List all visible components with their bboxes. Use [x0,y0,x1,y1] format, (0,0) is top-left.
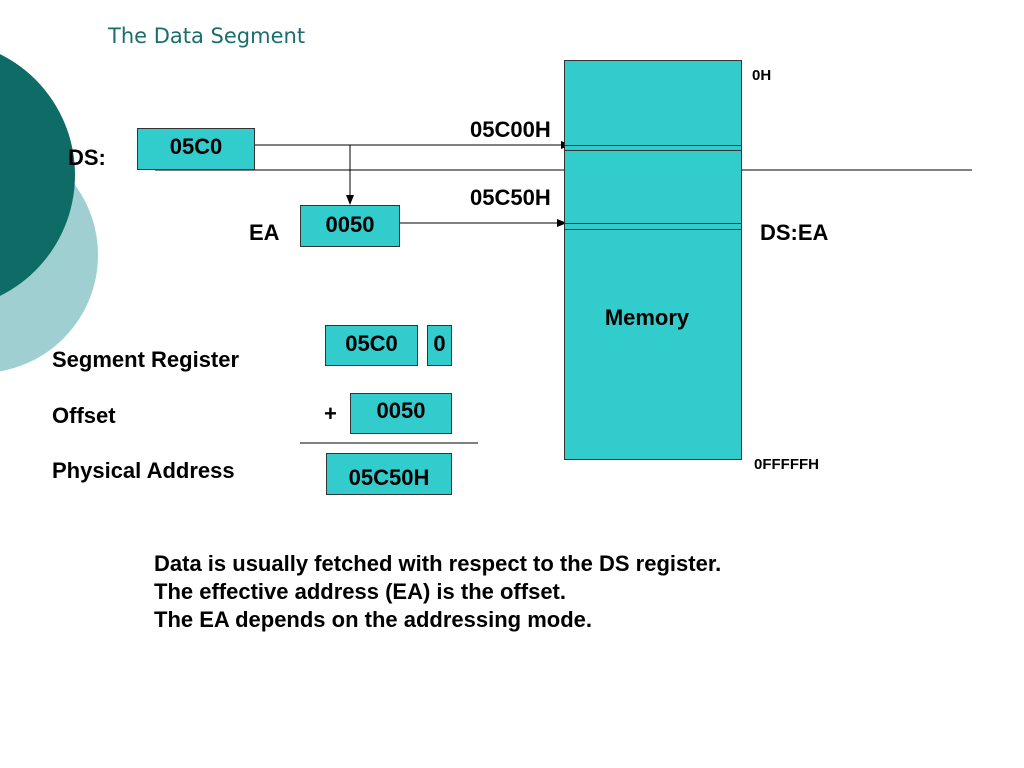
slide-title: The Data Segment [108,24,306,48]
note-line: The EA depends on the addressing mode. [154,607,593,632]
offset-value: 0050 [376,398,426,423]
dark-teal-circle [0,54,75,296]
segment-base-address-label: 05C00H [470,117,551,142]
notes-block: Data is usually fetched with respect to … [154,550,721,634]
segment-register-label: Segment Register [52,347,240,372]
offset-label: Offset [52,403,116,428]
segment-base-slot [565,145,741,151]
ds-register-value: 05C0 [169,134,223,159]
physical-address-box: 05C50H [326,453,452,495]
segment-shift-digit-box: 0 [427,325,452,366]
ds-label: DS: [68,145,106,170]
segment-shift-digit: 0 [433,331,446,356]
effective-address-slot [565,223,741,230]
memory-label: Memory [604,305,690,330]
physical-address-value: 05C50H [348,465,430,490]
note-line: The effective address (EA) is the offset… [154,579,566,604]
address-bottom-label: 0FFFFFH [754,456,819,473]
ea-box: 0050 [300,205,400,247]
address-top-label: 0H [752,67,772,84]
ds-register-box: 05C0 [137,128,255,170]
segment-value-box: 05C0 [325,325,418,366]
ea-label: EA [249,220,280,245]
offset-value-box: 0050 [350,393,452,434]
decorative-circles [0,54,98,372]
effective-address-label: 05C50H [470,185,551,210]
memory-block: Memory [564,60,742,460]
segment-value: 05C0 [345,331,398,356]
physical-address-label: Physical Address [52,458,235,483]
note-line: Data is usually fetched with respect to … [154,551,722,576]
plus-sign: + [324,401,337,426]
ea-value: 0050 [325,212,375,237]
ds-ea-label: DS:EA [760,220,829,245]
